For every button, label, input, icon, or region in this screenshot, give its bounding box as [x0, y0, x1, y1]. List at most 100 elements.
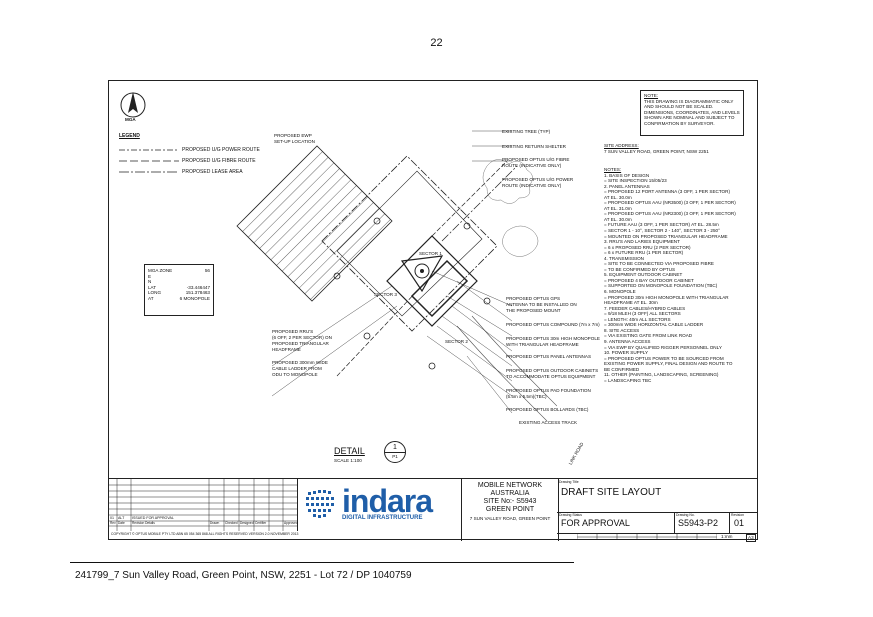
client-line: SITE No:- S5943: [483, 498, 537, 505]
note-line: SHOWN ARE NOMINAL AND SUBJECT TO: [644, 115, 735, 121]
notes-list: NOTES: 1. BASIS OF DESIGN= SITE INSPECTI…: [604, 167, 759, 383]
mga-value: 151.378463: [185, 290, 210, 296]
rev-header: Date: [118, 521, 125, 525]
drawing-number: S5943-P2: [678, 518, 719, 528]
revision-caption: Revision: [731, 513, 745, 517]
note-line: AT EL. 30.0m: [604, 216, 632, 222]
drawing-title: DRAFT SITE LAYOUT: [561, 487, 662, 498]
note-line: = PROPOSED OPTUS AAU (NR2300) (3 OFF, 1 …: [604, 211, 736, 217]
rev-details: ISSUED FOR APPROVAL: [132, 516, 174, 520]
logo-subtitle: DIGITAL INFRASTRUCTURE: [342, 515, 423, 521]
detail-number: 1: [393, 444, 397, 451]
revision-grid: 01 ALT ISSUED FOR APPROVAL Rev Date Revi…: [109, 479, 298, 531]
legend-heading: LEGEND: [119, 133, 140, 139]
callout-fibre-2: ROUTE (INDICATIVE ONLY): [502, 163, 562, 168]
note-line: AT EL. 31.0m: [604, 205, 632, 211]
note-line: 4. TRANSMISSION: [604, 255, 644, 261]
note-line: = SITE INSPECTION 15/05/23: [604, 178, 667, 184]
note-line: THIS DRAWING IS DIAGRAMMATIC ONLY: [644, 98, 734, 104]
revision-number: 01: [734, 518, 745, 528]
legend: LEGEND PROPOSED U/G POWER ROUTE PROPOSED…: [119, 133, 260, 177]
mga-value: -33.446447: [186, 284, 210, 290]
note-line: = 300mm WIDE HORIZONTAL CABLE LADDER: [604, 322, 704, 328]
site-address: SITE ADDRESS: 7 SUN VALLEY ROAD, GREEN P…: [604, 143, 754, 154]
callout-monopole-2: WITH TRIANGULAR HEADFRAME: [506, 342, 579, 347]
note-line: 10. POWER SUPPLY: [604, 350, 649, 356]
note-line: 5. EQUIPMENT OUTDOOR CABINET: [604, 272, 683, 278]
note-line: BE CONFIRMED: [604, 366, 640, 372]
callout-cabinets-2: TO ACCOMMODATE OPTUS EQUIPMENT: [506, 374, 596, 379]
callout-gps-2: ANTENNA TO BE INSTALLED ON: [506, 302, 577, 307]
drawing-info: Drawing Title DRAFT SITE LAYOUT Drawing …: [557, 479, 757, 542]
callout-gps-1: PROPOSED OPTUS GPS: [506, 296, 561, 301]
sector-1-label: SECTOR 1: [419, 251, 442, 256]
note-line: 6. MONOPOLE: [604, 289, 636, 295]
note-line: AND SHOULD NOT BE SCALED.: [644, 104, 714, 110]
note-line: = LANDSCAPING TBC: [604, 377, 652, 383]
note-line: = SITE TO BE CONNECTED VIA PROPOSED FIBR…: [604, 261, 714, 267]
note-box: NOTE: THIS DRAWING IS DIAGRAMMATIC ONLY …: [640, 90, 744, 136]
rev-date: ALT: [118, 516, 125, 520]
rev-header: Certifier: [255, 521, 267, 525]
client-block: MOBILE NETWORK AUSTRALIA SITE No:- S5943…: [461, 479, 559, 541]
scale-text: 1:mm: [721, 534, 733, 539]
callout-pad-2: (5.5m x 5.5m)(TBC): [506, 394, 547, 399]
callout-rru-2: (6 OFF, 2 PER SECTOR) ON: [272, 335, 332, 340]
note-line: = 6 x PROPOSED RRU (2 PER SECTOR): [604, 244, 691, 250]
sheet-size: A3: [746, 534, 756, 542]
site-plan: [217, 121, 558, 431]
detail-circle: 1 P1: [384, 441, 406, 463]
detail-scale: SCALE 1:100: [334, 458, 362, 463]
rev-header: Designed: [240, 521, 254, 525]
indara-logo: indara DIGITAL INFRASTRUCTURE: [304, 485, 454, 525]
note-line: 3. RRU'S AND LARIES EQUIPMENT: [604, 239, 680, 245]
road-label: LINK ROAD: [567, 441, 585, 466]
sector-3-label: SECTOR 3: [374, 292, 397, 297]
note-line: = TO BE CONFIRMED BY OPTUS: [604, 266, 676, 272]
note-line: = FUTURE AAU (3 OFF, 1 PER SECTOR) AT EL…: [604, 222, 719, 228]
mga-key: E: [148, 273, 152, 279]
client-line: AUSTRALIA: [490, 490, 530, 497]
note-line: = PROPOSED 30m HIGH MONOPOLE WITH TRIANG…: [604, 294, 729, 300]
callout-cabinets-1: PROPOSED OPTUS OUTDOOR CABINETS: [506, 368, 599, 373]
callout-rru-3: PROPOSED TRIANGULAR: [272, 341, 329, 346]
note-heading: NOTE:: [644, 93, 659, 98]
callout-tree: EXISTING TREE (TYP): [502, 129, 551, 134]
callout-ewp-1: PROPOSED EWP: [274, 133, 312, 138]
title-block: 01 ALT ISSUED FOR APPROVAL Rev Date Revi…: [109, 478, 757, 542]
scale-bar: [577, 534, 717, 540]
notes-heading: NOTES:: [604, 167, 622, 172]
callout-shelter: EXISTING RETURN SHELTER: [502, 144, 566, 149]
callout-access-track: EXISTING ACCESS TRACK: [519, 420, 578, 425]
note-line: = VIA EWP BY QUALIFIED RIGGER PERSONNEL …: [604, 344, 722, 350]
callout-pad-1: PROPOSED OPTUS PAD FOUNDATION: [506, 388, 591, 393]
rev-header: Checked: [225, 521, 238, 525]
status-caption: Drawing Status: [559, 513, 582, 517]
note-line: = PROPOSED 12 PORT ANTENNA (3 OFF, 1 PER…: [604, 189, 730, 195]
note-line: EXISTING POWER SUPPLY, FINAL DESIGN AND …: [604, 361, 733, 367]
rev-header: Rev: [110, 521, 116, 525]
note-line: = VIA EXISTING GATE FROM LINK ROAD: [604, 333, 693, 339]
callout-monopole-1: PROPOSED OPTUS 30m HIGH MONOPOLE: [506, 336, 600, 341]
callout-rru-1: PROPOSED RRU'S: [272, 329, 314, 334]
callout-ewp-2: SET-UP LOCATION: [274, 139, 315, 144]
note-line: 1. BASIS OF DESIGN: [604, 172, 650, 178]
rev-header: Approved: [284, 521, 298, 525]
mga-key: MGA ZONE: [148, 268, 173, 273]
note-line: CONFIRMATION BY SURVEYOR.: [644, 120, 715, 126]
mga-value: 6 MONOPOLE: [179, 295, 210, 301]
detail-sheet: P1: [392, 454, 398, 459]
note-line: AT EL. 30.0m: [604, 194, 632, 200]
mga-key: AT: [148, 295, 154, 301]
note-line: = SUPPORTED ON MONOPOLE FOUNDATION (TBC): [604, 283, 718, 289]
note-line: = MOUNTED ON PROPOSED TRIANGULAR HEADFRA…: [604, 233, 728, 239]
page-number: 22: [430, 37, 443, 49]
note-line: = PROPOSED 4 BAY OUTDOOR CABINET: [604, 277, 694, 283]
north-arrow-icon: MGA: [119, 89, 147, 127]
sector-2-label: SECTOR 2: [445, 339, 468, 344]
rev-number: 01: [110, 516, 114, 520]
callout-power-1: PROPOSED OPTUS U/G POWER: [502, 177, 574, 182]
callout-antennas: PROPOSED OPTUS PANEL ANTENNAS: [506, 354, 592, 359]
note-line: = PROPOSED OPTUS POWER TO BE SOURCED FRO…: [604, 355, 724, 361]
